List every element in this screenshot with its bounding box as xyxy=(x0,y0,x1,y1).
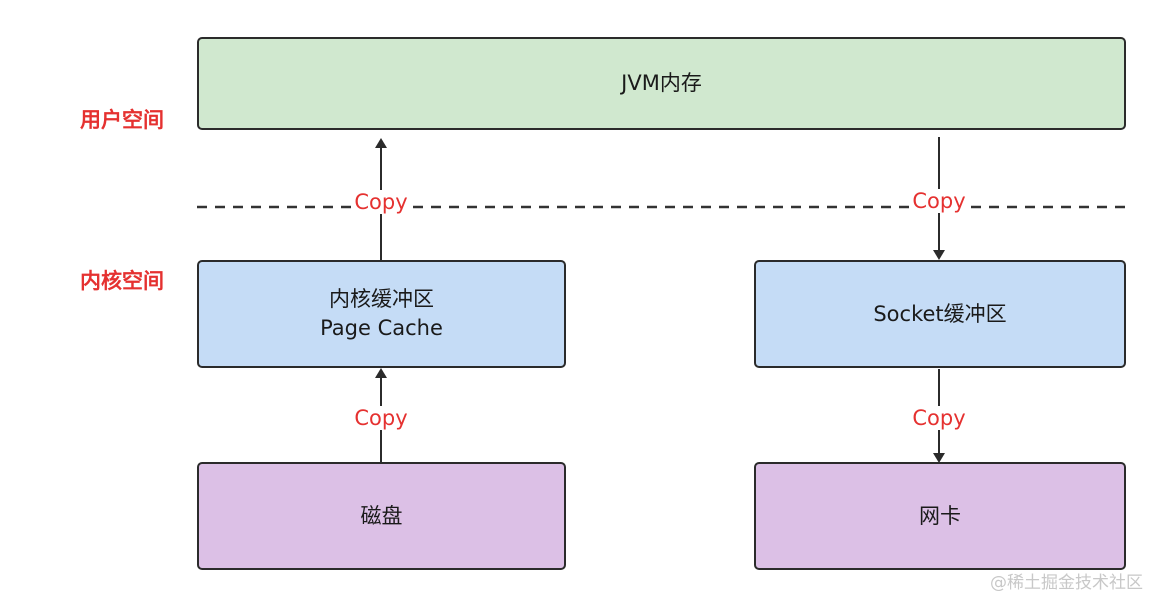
socket-buffer-label: Socket缓冲区 xyxy=(873,301,1007,326)
copy-label-disk-to-kernel: Copy xyxy=(352,406,410,430)
page-cache-label: Page Cache xyxy=(320,316,443,340)
socket-buffer-box: Socket缓冲区 xyxy=(754,260,1126,368)
copy-label-kernel-to-jvm: Copy xyxy=(352,190,410,214)
disk-box: 磁盘 xyxy=(197,462,566,570)
kernel-buffer-label: 内核缓冲区 xyxy=(329,287,434,311)
disk-label: 磁盘 xyxy=(360,503,403,528)
copy-label-jvm-to-socket: Copy xyxy=(910,189,968,213)
nic-box: 网卡 xyxy=(754,462,1126,570)
jvm-memory-label: JVM内存 xyxy=(621,71,702,95)
nic-label: 网卡 xyxy=(919,503,961,528)
watermark: @稀土掘金技术社区 xyxy=(990,573,1143,593)
user-space-label: 用户空间 xyxy=(80,108,164,132)
kernel-buffer-box: 内核缓冲区 Page Cache xyxy=(197,260,566,368)
copy-label-socket-to-nic: Copy xyxy=(910,406,968,430)
kernel-space-label: 内核空间 xyxy=(80,269,164,293)
jvm-memory-box: JVM内存 xyxy=(197,37,1126,130)
